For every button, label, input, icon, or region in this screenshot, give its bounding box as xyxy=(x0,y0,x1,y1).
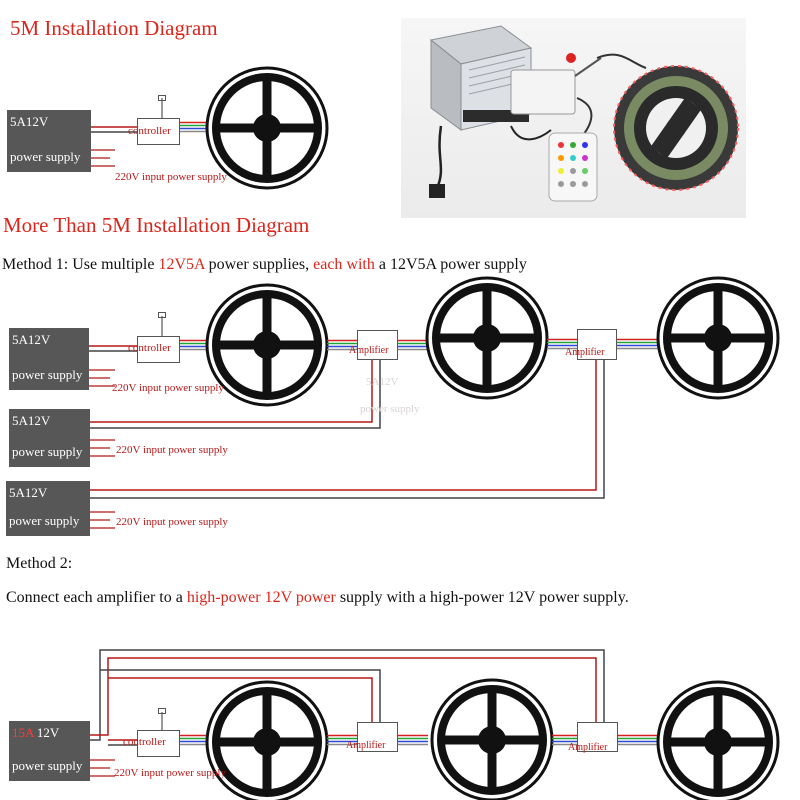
controller-label: controller xyxy=(128,342,171,354)
amplifier-box xyxy=(577,329,617,360)
method1-description: Method 1: Use multiple 12V5A power suppl… xyxy=(2,256,527,274)
method1-highlight-b: each with xyxy=(313,256,375,273)
led-strip-reel-icon xyxy=(432,680,552,800)
method1-text-c: a 12V5A power supply xyxy=(374,256,527,273)
antenna-icon xyxy=(158,708,166,714)
psu-label: power supply xyxy=(12,758,83,773)
psu-label: power supply xyxy=(10,149,81,164)
controller-label: controller xyxy=(123,736,166,748)
power-plug-icon xyxy=(429,184,445,198)
power-supply-unit: 5A12V power supply xyxy=(9,328,89,390)
controller-box xyxy=(137,730,180,757)
watermark-rating: 5A12V xyxy=(366,376,399,388)
psu-rating: 15A 12V xyxy=(12,725,59,741)
antenna-icon xyxy=(158,95,166,101)
method2-highlight: high-power 12V power xyxy=(186,589,336,606)
led-strip-reel-icon xyxy=(658,278,778,398)
controller-label: controller xyxy=(128,125,171,137)
input-power-label: 220V input power supply xyxy=(112,382,224,394)
psu-label: power supply xyxy=(12,444,83,459)
led-reel-photo xyxy=(613,65,739,191)
section2-title: More Than 5M Installation Diagram xyxy=(3,213,310,237)
input-power-label: 220V input power supply xyxy=(115,171,227,183)
method2-label: Method 2: xyxy=(6,555,73,572)
power-supply-unit: 5A12V power supply xyxy=(9,409,90,467)
amplifier-box xyxy=(357,330,398,360)
psu-rating: 5A12V xyxy=(12,332,51,347)
antenna-icon xyxy=(158,312,166,318)
power-supply-unit: 5A12V power supply xyxy=(6,481,90,536)
product-photo xyxy=(401,18,746,218)
watermark-label: power supply xyxy=(360,403,420,415)
controller-box xyxy=(137,336,180,363)
method2-description: Connect each amplifier to a high-power 1… xyxy=(6,589,629,607)
led-strip-reel-icon xyxy=(207,682,327,800)
method1-text-a: Method 1: Use multiple xyxy=(2,256,159,273)
amplifier-box xyxy=(357,722,398,752)
method2-text-b: supply with a high-power 12V power suppl… xyxy=(335,589,629,606)
method1-highlight-a: 12V5A xyxy=(158,256,205,273)
psu-rating-rest: 12V xyxy=(33,725,60,740)
remote-control-icon xyxy=(548,132,598,202)
led-strip-reel-icon xyxy=(427,278,547,398)
psu-rating: 5A12V xyxy=(12,413,51,428)
amplifier-label: Amplifier xyxy=(346,740,386,751)
rgb-controller-photo xyxy=(510,53,647,144)
method1-text-b: power supplies, xyxy=(204,256,314,273)
psu-label: power supply xyxy=(12,367,83,382)
amplifier-label: Amplifier xyxy=(565,347,605,358)
psu-rating-highlight: 15A xyxy=(12,725,34,740)
psu-rating: 5A12V xyxy=(9,485,48,500)
led-strip-reel-icon xyxy=(207,285,327,405)
amplifier-box xyxy=(577,722,618,752)
input-power-label: 220V input power supply xyxy=(116,516,228,528)
power-supply-unit: 5A12V power supply xyxy=(7,110,91,172)
method2-text-a: Connect each amplifier to a xyxy=(6,589,187,606)
input-power-label: 220V input power supply xyxy=(114,767,226,779)
input-power-label: 220V input power supply xyxy=(116,444,228,456)
amplifier-label: Amplifier xyxy=(349,345,389,356)
psu-label: power supply xyxy=(9,513,80,528)
controller-box xyxy=(137,118,180,145)
led-strip-reel-icon xyxy=(658,682,778,800)
power-supply-unit: 15A 12V power supply xyxy=(9,721,90,781)
led-strip-reel-icon xyxy=(207,68,327,188)
psu-rating: 5A12V xyxy=(10,114,49,129)
section1-title: 5M Installation Diagram xyxy=(10,16,218,40)
amplifier-label: Amplifier xyxy=(568,742,608,753)
